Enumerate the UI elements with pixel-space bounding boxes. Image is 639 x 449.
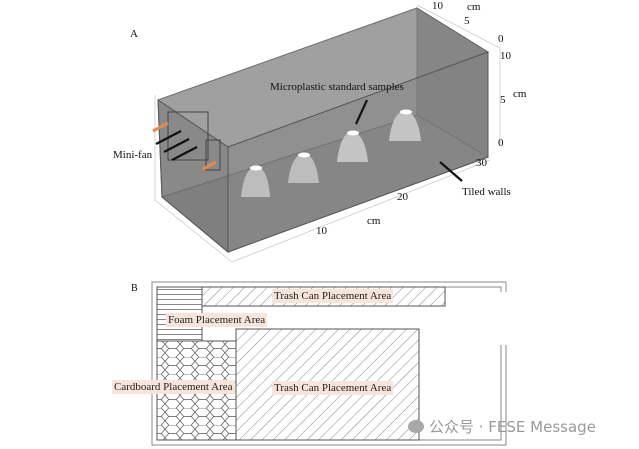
sample-dome (389, 109, 421, 141)
fan-annotation: Mini-fan (113, 149, 153, 161)
panel-b-label: B (131, 283, 138, 294)
height-tick: 0 (498, 137, 504, 149)
chamber-3d-model (152, 4, 501, 263)
height-unit: cm (513, 88, 527, 100)
depth-tick: 10 (432, 0, 443, 12)
height-tick: 5 (500, 94, 506, 106)
sample-dome (337, 130, 368, 162)
samples-annotation: Microplastic standard samples (270, 81, 404, 93)
dome-samples (241, 109, 421, 197)
fan-housing (167, 111, 209, 161)
sample-dome (241, 165, 270, 197)
length-tick: 10 (316, 225, 327, 237)
wechat-icon (408, 420, 424, 433)
depth-tick: 0 (498, 33, 504, 45)
length-tick: 20 (397, 191, 408, 203)
fan-airflow-arrows (152, 121, 217, 171)
pointer-lines (155, 99, 463, 182)
trash-area-bottom-label: Trash Can Placement Area (272, 381, 394, 396)
length-tick: 30 (476, 157, 487, 169)
height-tick: 10 (500, 50, 511, 62)
watermark: 公众号 · FESE Message (408, 416, 596, 437)
depth-unit: cm (467, 1, 481, 13)
foam-area-label: Foam Placement Area (166, 313, 268, 328)
panel-a-label: A (130, 28, 138, 40)
trash-area-top-label: Trash Can Placement Area (272, 289, 394, 304)
sample-dome (288, 152, 319, 183)
fan-housing-right (205, 139, 221, 171)
box-near-face (157, 99, 229, 254)
cardboard-area-label: Cardboard Placement Area (112, 380, 235, 395)
watermark-text: 公众号 · FESE Message (429, 418, 596, 436)
length-unit: cm (367, 215, 381, 227)
walls-annotation: Tiled walls (462, 186, 511, 198)
depth-tick: 5 (464, 15, 470, 27)
